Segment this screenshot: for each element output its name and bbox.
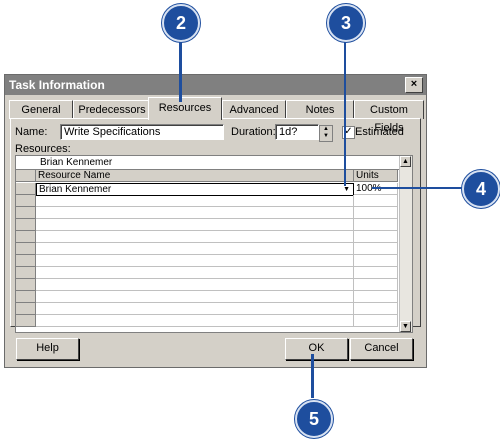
callout-2-line <box>179 36 182 102</box>
grid-vertical-scrollbar[interactable]: ▲ ▼ <box>399 156 412 332</box>
row-header[interactable] <box>16 291 36 303</box>
units-cell[interactable] <box>354 279 398 291</box>
column-header-units[interactable]: Units <box>354 170 398 182</box>
tab-resources[interactable]: Resources <box>148 97 222 120</box>
name-field[interactable]: Write Specifications <box>60 124 224 140</box>
units-cell[interactable] <box>354 267 398 279</box>
row-header-corner <box>16 170 36 182</box>
resource-name-cell[interactable] <box>36 231 354 243</box>
resource-name-cell[interactable] <box>36 195 354 207</box>
resource-name-cell[interactable] <box>36 207 354 219</box>
row-header[interactable] <box>16 207 36 219</box>
resource-name-cell[interactable] <box>36 315 354 327</box>
row-header[interactable] <box>16 183 36 195</box>
row-header[interactable] <box>16 195 36 207</box>
units-cell[interactable]: 100% <box>354 183 398 195</box>
title-bar: Task Information × <box>5 75 426 95</box>
resources-label: Resources: <box>15 143 71 155</box>
callout-5: 5 <box>295 400 333 438</box>
units-cell[interactable] <box>354 255 398 267</box>
row-header[interactable] <box>16 315 36 327</box>
tab-custom-fields[interactable]: Custom Fields <box>354 100 424 134</box>
dropdown-arrow-icon[interactable]: ▼ <box>343 186 350 193</box>
resource-name-cell[interactable] <box>36 219 354 231</box>
units-cell[interactable] <box>354 231 398 243</box>
tab-predecessors[interactable]: Predecessors <box>73 100 151 119</box>
tab-advanced[interactable]: Advanced <box>222 100 286 119</box>
close-icon: × <box>410 78 418 90</box>
tab-general[interactable]: General <box>9 100 73 119</box>
row-header[interactable] <box>16 219 36 231</box>
callout-4-line <box>372 187 470 189</box>
tab-notes[interactable]: Notes <box>286 100 354 119</box>
resource-name-cell[interactable] <box>36 243 354 255</box>
units-cell[interactable] <box>354 195 398 207</box>
duration-spinner[interactable]: ▲▼ <box>319 125 333 142</box>
help-button[interactable]: Help <box>16 338 79 360</box>
resource-name-cell[interactable]: Brian Kennemer▼ <box>36 183 354 196</box>
units-cell[interactable] <box>354 219 398 231</box>
units-cell[interactable] <box>354 303 398 315</box>
callout-4: 4 <box>462 170 500 208</box>
name-label: Name: <box>15 126 48 138</box>
cancel-button[interactable]: Cancel <box>350 338 413 360</box>
units-cell[interactable] <box>354 207 398 219</box>
scroll-up-button[interactable]: ▲ <box>400 156 411 167</box>
close-button[interactable]: × <box>405 77 423 93</box>
dialog-title: Task Information <box>9 78 105 92</box>
resources-grid[interactable]: Brian Kennemer Resource Name Units Brian… <box>15 155 413 333</box>
resource-name-cell[interactable] <box>36 267 354 279</box>
column-header-resource-name[interactable]: Resource Name <box>36 170 354 182</box>
units-cell[interactable] <box>354 291 398 303</box>
row-header[interactable] <box>16 231 36 243</box>
grid-edit-value: Brian Kennemer <box>40 157 113 168</box>
units-cell[interactable] <box>354 315 398 327</box>
estimated-label: Estimated <box>355 126 404 138</box>
row-header[interactable] <box>16 243 36 255</box>
callout-3: 3 <box>327 4 365 42</box>
scroll-down-button[interactable]: ▼ <box>400 321 411 332</box>
resource-name-cell[interactable] <box>36 291 354 303</box>
resource-name-cell[interactable] <box>36 279 354 291</box>
grid-edit-bar[interactable]: Brian Kennemer <box>16 156 401 170</box>
row-header[interactable] <box>16 267 36 279</box>
units-cell[interactable] <box>354 243 398 255</box>
row-header[interactable] <box>16 255 36 267</box>
duration-label: Duration: <box>231 126 276 138</box>
callout-3-line <box>344 36 346 186</box>
callout-5-line <box>311 354 314 398</box>
resource-name-cell[interactable] <box>36 303 354 315</box>
callout-2: 2 <box>162 4 200 42</box>
row-header[interactable] <box>16 279 36 291</box>
row-header[interactable] <box>16 303 36 315</box>
ok-button[interactable]: OK <box>285 338 348 360</box>
resource-name-cell[interactable] <box>36 255 354 267</box>
duration-field[interactable]: 1d? <box>275 124 319 140</box>
